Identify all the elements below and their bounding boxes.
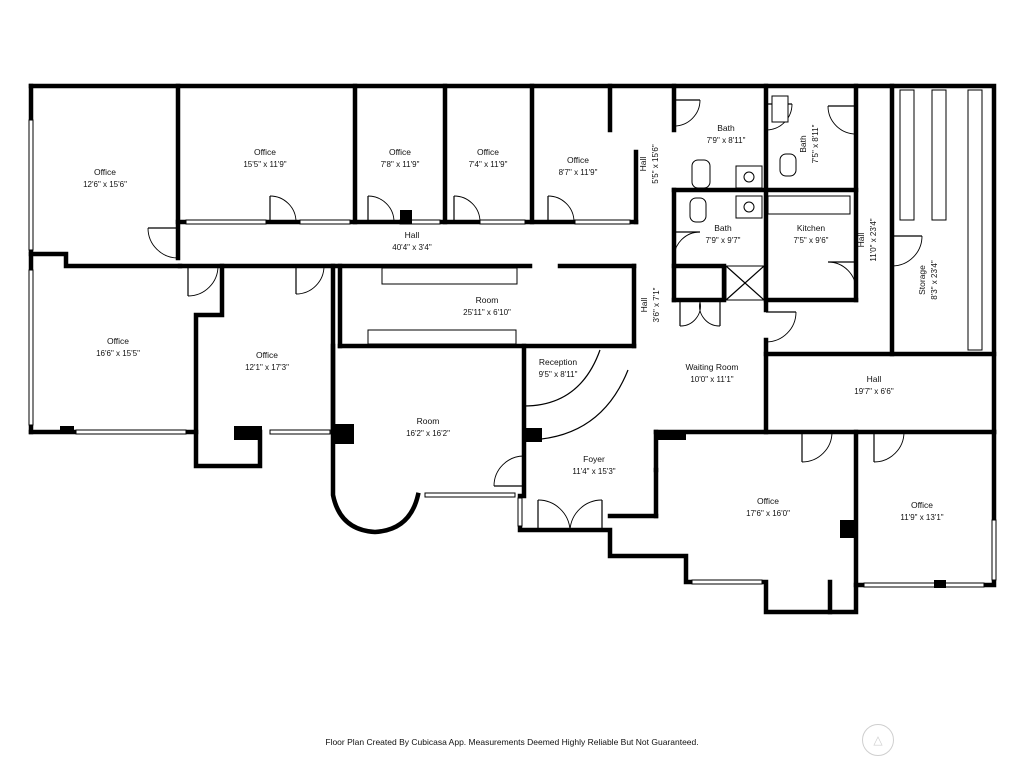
room-kitchen: Kitchen 7'5" x 9'6" — [794, 223, 829, 245]
room-name: Bath — [798, 135, 808, 153]
room-dimensions: 5'5" x 15'6" — [651, 144, 660, 184]
room-dimensions: 17'6" x 16'0" — [746, 509, 790, 518]
room-waiting-room: Waiting Room 10'0" x 11'1" — [685, 362, 738, 384]
room-name: Storage — [917, 265, 927, 295]
room-name: Room — [417, 416, 440, 426]
room-name: Office — [94, 167, 116, 177]
north-arrow-icon: △ — [862, 724, 894, 756]
room-name: Foyer — [583, 454, 605, 464]
room-name: Office — [254, 147, 276, 157]
interior-walls — [28, 83, 997, 615]
room-room-2: Room 16'2" x 16'2" — [406, 416, 450, 438]
room-office-6: Office 16'6" x 15'5" — [96, 336, 140, 358]
room-hall-2: Hall 11'0" x 23'4" — [856, 218, 878, 261]
room-hall-1: Hall 5'5" x 15'6" — [638, 144, 660, 184]
room-name: Bath — [717, 123, 735, 133]
room-name: Office — [256, 350, 278, 360]
room-dimensions: 12'1" x 17'3" — [245, 363, 289, 372]
room-name: Hall — [639, 298, 649, 313]
room-dimensions: 7'9" x 8'11" — [707, 136, 746, 145]
doors — [147, 99, 923, 531]
room-dimensions: 7'5" x 8'11" — [811, 124, 820, 163]
room-dimensions: 7'9" x 9'7" — [706, 236, 741, 245]
room-dimensions: 15'5" x 11'9" — [243, 160, 286, 169]
room-office-7: Office 12'1" x 17'3" — [245, 350, 289, 372]
columns — [60, 210, 946, 588]
room-name: Bath — [714, 223, 732, 233]
room-office-3: Office 7'8" x 11'9" — [381, 147, 420, 169]
room-bath-1: Bath 7'9" x 8'11" — [707, 123, 746, 145]
room-dimensions: 11'9" x 13'1" — [900, 513, 943, 522]
room-labels: Office 12'6" x 15'6" Office 15'5" x 11'9… — [83, 123, 944, 522]
room-storage: Storage 8'3" x 23'4" — [917, 260, 939, 300]
room-name: Office — [389, 147, 411, 157]
room-dimensions: 12'6" x 15'6" — [83, 180, 127, 189]
room-dimensions: 7'4" x 11'9" — [469, 160, 508, 169]
room-dimensions: 16'6" x 15'5" — [96, 349, 140, 358]
room-name: Kitchen — [797, 223, 826, 233]
room-hall-3: Hall 3'6" x 7'1" — [639, 287, 661, 322]
room-office-8: Office 17'6" x 16'0" — [746, 496, 790, 518]
disclaimer-footer: Floor Plan Created By Cubicasa App. Meas… — [325, 737, 699, 747]
room-office-4: Office 7'4" x 11'9" — [469, 147, 508, 169]
room-office-1: Office 12'6" x 15'6" — [83, 167, 127, 189]
room-name: Office — [757, 496, 779, 506]
room-dimensions: 25'11" x 6'10" — [463, 308, 511, 317]
room-name: Room — [476, 295, 499, 305]
room-bath-2: Bath 7'5" x 8'11" — [798, 124, 820, 163]
room-name: Hall — [638, 157, 648, 172]
room-dimensions: 8'7" x 11'9" — [559, 168, 598, 177]
room-name: Hall — [405, 230, 420, 240]
room-bath-3: Bath 7'9" x 9'7" — [706, 223, 741, 245]
room-dimensions: 7'5" x 9'6" — [794, 236, 829, 245]
room-hall-4: Hall 19'7" x 6'6" — [854, 374, 894, 396]
room-office-5: Office 8'7" x 11'9" — [559, 155, 598, 177]
room-dimensions: 11'4" x 15'3" — [572, 467, 615, 476]
room-name: Reception — [539, 357, 578, 367]
room-dimensions: 10'0" x 11'1" — [690, 375, 733, 384]
room-office-2: Office 15'5" x 11'9" — [243, 147, 286, 169]
windows — [28, 119, 997, 588]
room-dimensions: 7'8" x 11'9" — [381, 160, 420, 169]
room-name: Hall — [867, 374, 882, 384]
room-dimensions: 9'5" x 8'11" — [539, 370, 578, 379]
room-name: Hall — [856, 233, 866, 248]
room-name: Office — [911, 500, 933, 510]
room-dimensions: 19'7" x 6'6" — [854, 387, 894, 396]
room-name: Waiting Room — [685, 362, 738, 372]
room-name: Office — [107, 336, 129, 346]
room-dimensions: 40'4" x 3'4" — [392, 243, 432, 252]
room-reception: Reception 9'5" x 8'11" — [539, 357, 578, 379]
room-foyer: Foyer 11'4" x 15'3" — [572, 454, 615, 476]
room-dimensions: 11'0" x 23'4" — [869, 218, 878, 261]
fixtures — [689, 89, 983, 351]
room-name: Office — [567, 155, 589, 165]
room-room-1: Room 25'11" x 6'10" — [463, 295, 511, 317]
room-dimensions: 3'6" x 7'1" — [652, 287, 661, 322]
room-dimensions: 8'3" x 23'4" — [930, 260, 939, 300]
room-dimensions: 16'2" x 16'2" — [406, 429, 450, 438]
room-office-9: Office 11'9" x 13'1" — [900, 500, 943, 522]
room-name: Office — [477, 147, 499, 157]
room-hall-main: Hall 40'4" x 3'4" — [392, 230, 432, 252]
